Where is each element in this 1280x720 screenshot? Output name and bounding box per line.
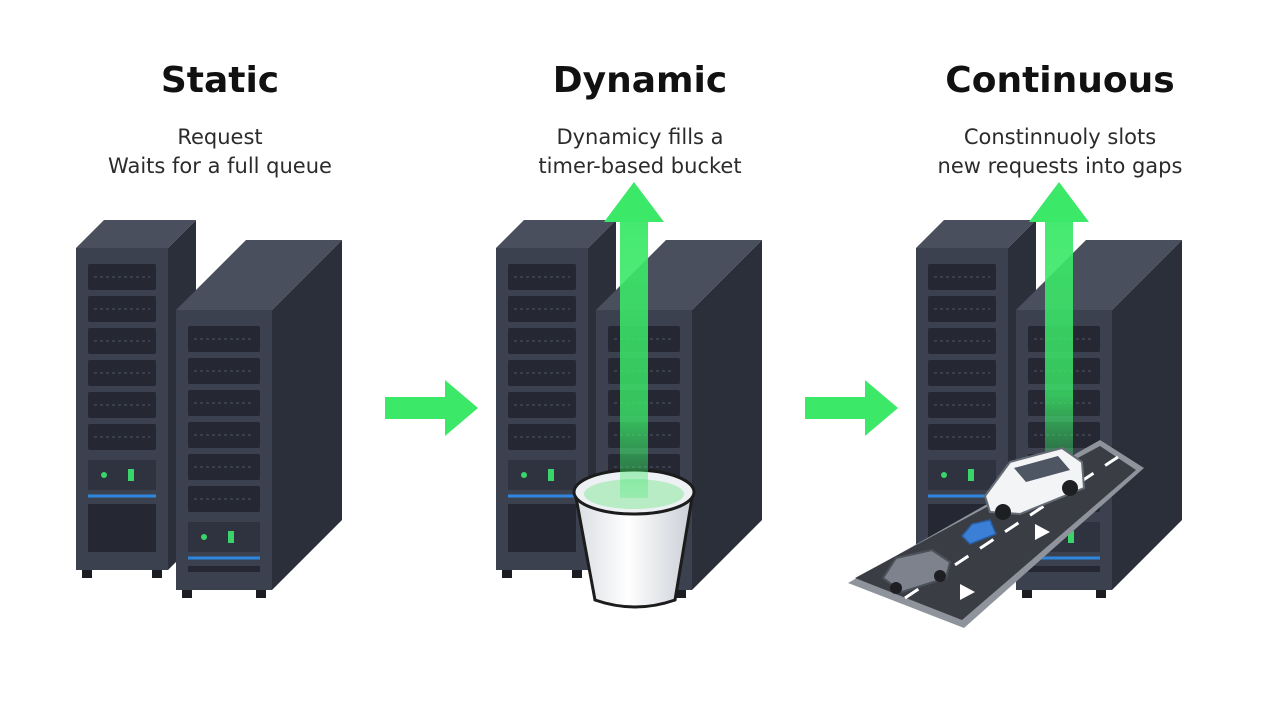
server-rack-part — [228, 531, 234, 543]
server-rack-part — [152, 570, 162, 578]
server-rack-part — [188, 566, 260, 572]
server-rack-part — [88, 360, 156, 386]
server-rack-part — [182, 590, 192, 598]
server-rack-part — [508, 504, 576, 552]
server-rack-part — [508, 296, 576, 322]
panel-static-caption: Static Request Waits for a full queue — [80, 60, 360, 181]
panel-description-line: Constinnuoly slots — [963, 125, 1157, 149]
server-rack-part — [928, 360, 996, 386]
server-rack-part — [128, 469, 134, 481]
server-rack-part — [508, 424, 576, 450]
server-rack-part — [88, 460, 156, 490]
server-rack-part — [1022, 590, 1032, 598]
server-rack-part — [1112, 240, 1182, 590]
road-with-cars-icon — [848, 440, 1144, 628]
server-rack-part — [88, 264, 156, 290]
server-rack-part — [676, 590, 686, 598]
server-rack-part — [502, 570, 512, 578]
server-rack-part — [88, 392, 156, 418]
server-rack-part — [508, 328, 576, 354]
server-rack-part — [272, 240, 342, 590]
arrow-right-icon — [385, 380, 478, 436]
panel-dynamic-caption: Dynamic Dynamicy fills a timer-based buc… — [500, 60, 780, 181]
panel-description-line: new requests into gaps — [937, 154, 1183, 178]
server-rack-part — [82, 570, 92, 578]
server-rack-part — [201, 534, 207, 540]
server-rack-part — [941, 472, 947, 478]
server-rack-part — [521, 472, 527, 478]
server-rack-part — [928, 264, 996, 290]
panel-title: Dynamic — [552, 60, 728, 101]
server-rack-part — [176, 240, 342, 310]
server-rack-part — [928, 328, 996, 354]
server-rack-part — [88, 424, 156, 450]
panel-description-line: timer-based bucket — [538, 154, 742, 178]
server-rack-part — [692, 240, 762, 590]
server-rack-part — [76, 220, 196, 248]
server-rack-part — [1068, 531, 1074, 543]
panel-title: Continuous — [945, 60, 1175, 101]
car-icon — [983, 446, 1086, 520]
server-rack-part — [496, 220, 616, 248]
server-rack-part — [928, 460, 996, 490]
server-rack-part — [928, 392, 996, 418]
arrow-right-icon — [805, 380, 898, 436]
server-rack-part — [508, 264, 576, 290]
server-rack-part — [572, 570, 582, 578]
server-rack-part — [508, 360, 576, 386]
server-rack-part — [916, 220, 1036, 248]
server-rack-part — [1028, 566, 1100, 572]
panel-description-line: Dynamicy fills a — [556, 125, 724, 149]
server-rack-part — [101, 472, 107, 478]
car-icon — [881, 548, 952, 594]
panel-description-line: Request — [177, 125, 263, 149]
server-rack-part — [928, 424, 996, 450]
server-rack-part — [88, 504, 156, 552]
server-rack-part — [508, 460, 576, 490]
server-rack-part — [188, 522, 260, 552]
car-icon — [960, 519, 997, 545]
server-rack-part — [88, 296, 156, 322]
server-rack-part — [928, 296, 996, 322]
panel-continuous-caption: Continuous Constinnuoly slots new reques… — [900, 60, 1220, 181]
server-rack-part — [548, 469, 554, 481]
server-rack-part — [968, 469, 974, 481]
server-rack-part — [508, 392, 576, 418]
panel-title: Static — [160, 60, 280, 101]
upward-arrow-beam-icon — [1029, 182, 1089, 470]
server-rack-part — [1096, 590, 1106, 598]
server-rack-part — [256, 590, 266, 598]
server-rack-pair-icon — [76, 220, 342, 598]
server-rack-part — [88, 328, 156, 354]
panel-description-line: Waits for a full queue — [108, 154, 332, 178]
upward-arrow-beam-icon — [604, 182, 664, 498]
